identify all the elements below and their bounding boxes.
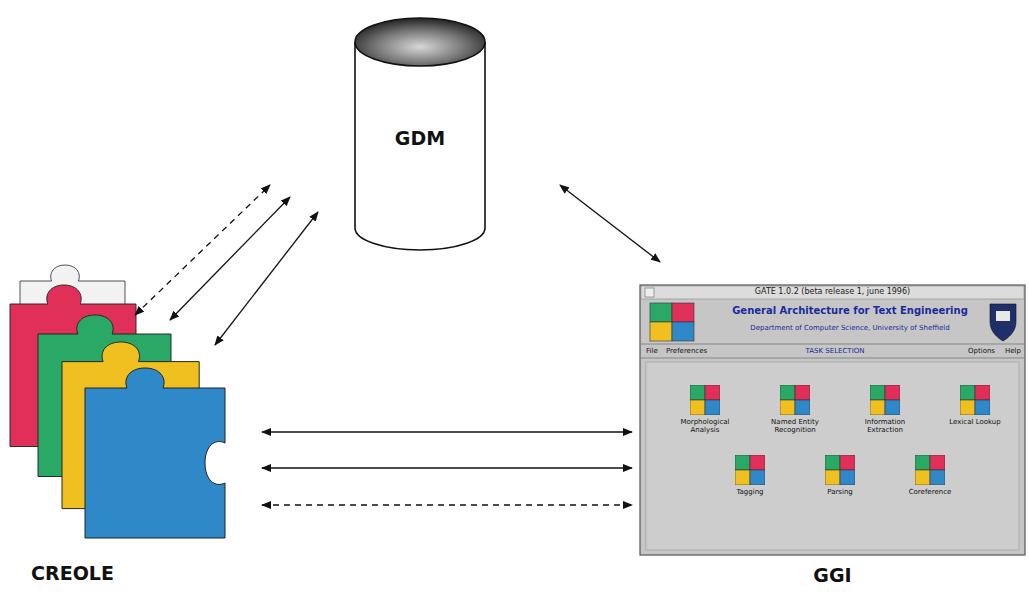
dashed-connector — [135, 185, 270, 315]
app-subheading: Department of Computer Science, Universi… — [700, 324, 1000, 332]
icon-caption: Parsing — [803, 488, 877, 496]
icon-caption: Information Extraction — [848, 418, 922, 434]
database-cylinder — [355, 18, 485, 250]
icon-caption: Lexical Lookup — [938, 418, 1012, 426]
window-screenshot — [640, 285, 1025, 555]
dashed-connector — [262, 504, 632, 505]
panel-heading: TASK SELECTION — [770, 347, 900, 355]
database-node: GDM — [355, 15, 485, 250]
window-title: GATE 1.0.2 (beta release 1, june 1996) — [640, 287, 1025, 296]
node-label: CREOLE — [10, 562, 135, 584]
logo-icon — [650, 303, 694, 341]
connector — [262, 431, 632, 432]
crest — [990, 304, 1016, 341]
menu-item: Help — [995, 347, 1021, 355]
menu-item: Preferences — [666, 347, 726, 355]
interface-window-node: GGI GATE 1.0.2 (beta release 1, june 1996… — [640, 283, 1025, 593]
puzzle-stack — [10, 265, 225, 538]
menu-item: Options — [955, 347, 995, 355]
app-heading: General Architecture for Text Engineerin… — [700, 305, 1000, 317]
connector — [215, 212, 318, 345]
node-label: GGI — [640, 564, 1025, 586]
icon-caption: Tagging — [713, 488, 787, 496]
icon-caption: Coreference — [893, 488, 967, 496]
connector — [262, 467, 632, 468]
node-label: GDM — [355, 127, 485, 149]
icon-caption: Named Entity Recognition — [758, 418, 832, 434]
icon-caption: Morphological Analysis — [668, 418, 742, 434]
connector — [560, 185, 660, 262]
component-stack-node: CREOLE — [10, 262, 230, 592]
connector — [170, 197, 290, 320]
